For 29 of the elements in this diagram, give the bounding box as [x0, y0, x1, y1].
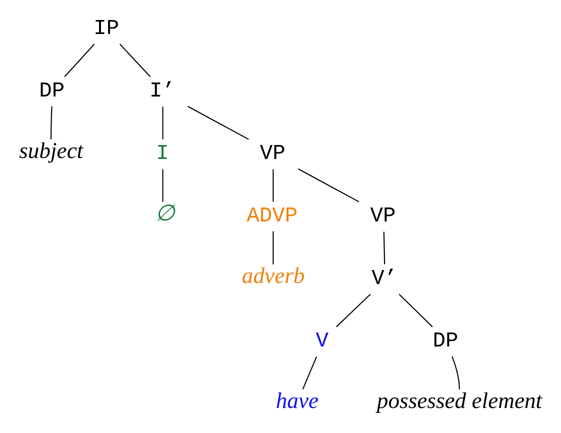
- node-text: ADVP: [246, 204, 298, 229]
- connector: [272, 169, 274, 202]
- connector: [50, 106, 52, 140]
- connector: [162, 106, 164, 140]
- node-text: IP: [94, 17, 120, 42]
- connector: [452, 356, 460, 390]
- connector: [272, 231, 274, 264]
- connector: [383, 232, 386, 264]
- connector: [298, 168, 360, 202]
- node-text: have: [276, 388, 319, 414]
- connector: [64, 44, 95, 78]
- node-text: V: [316, 330, 329, 354]
- connector: [119, 44, 151, 78]
- node-text: VP: [370, 204, 396, 229]
- node-text: I’: [149, 80, 176, 104]
- connector: [398, 294, 433, 328]
- node-text: I: [156, 142, 169, 166]
- node-text: DP: [39, 80, 65, 104]
- connector: [162, 169, 164, 202]
- connector: [188, 106, 249, 140]
- connector: [336, 294, 371, 328]
- node-text: ∅: [154, 200, 175, 226]
- node-text: VP: [260, 142, 286, 166]
- node-text: DP: [432, 330, 458, 354]
- node-text: V’: [372, 267, 398, 292]
- node-text: possessed element: [376, 388, 542, 414]
- node-text: subject: [19, 138, 84, 164]
- connector: [302, 356, 318, 390]
- node-text: adverb: [242, 263, 305, 288]
